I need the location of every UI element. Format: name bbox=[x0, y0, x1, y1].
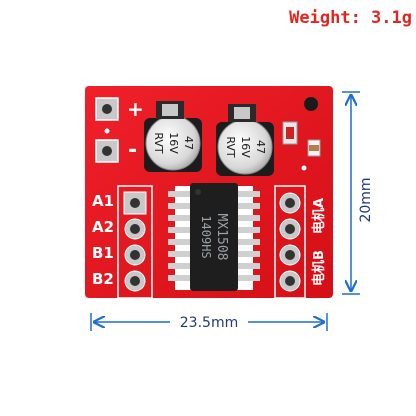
input-label-b2: B2 bbox=[92, 270, 114, 288]
status-led bbox=[282, 97, 321, 171]
power-minus-label: - bbox=[128, 138, 137, 163]
input-label-a1: A1 bbox=[92, 192, 114, 210]
chip-label-batch: 1409HS bbox=[199, 215, 213, 258]
capacitor-2 bbox=[216, 104, 274, 176]
input-label-b1: B1 bbox=[92, 244, 114, 262]
power-plus-label: + bbox=[127, 97, 144, 121]
motor-a-label: 电机A bbox=[311, 198, 327, 234]
input-header bbox=[117, 185, 153, 299]
motor-header bbox=[274, 185, 306, 299]
capacitor-2-value: 47 bbox=[254, 140, 267, 154]
capacitor-1-voltage: 16V bbox=[167, 132, 180, 154]
weight-caption: Weight: 3.1g bbox=[289, 8, 412, 28]
input-label-a2: A2 bbox=[92, 218, 114, 236]
height-label: 20mm bbox=[358, 177, 374, 222]
chip-label-model: MX1508 bbox=[214, 214, 229, 261]
width-label: 23.5mm bbox=[180, 315, 238, 331]
height-dimension bbox=[342, 91, 360, 295]
capacitor-2-series: RVT bbox=[224, 136, 237, 158]
motor-b-label: 电机B bbox=[311, 250, 327, 286]
capacitor-1 bbox=[144, 101, 202, 172]
capacitor-2-voltage: 16V bbox=[239, 136, 252, 158]
power-pads bbox=[95, 97, 119, 163]
capacitor-1-series: RVT bbox=[152, 132, 165, 154]
capacitor-1-value: 47 bbox=[182, 136, 195, 150]
driver-chip bbox=[168, 183, 260, 291]
